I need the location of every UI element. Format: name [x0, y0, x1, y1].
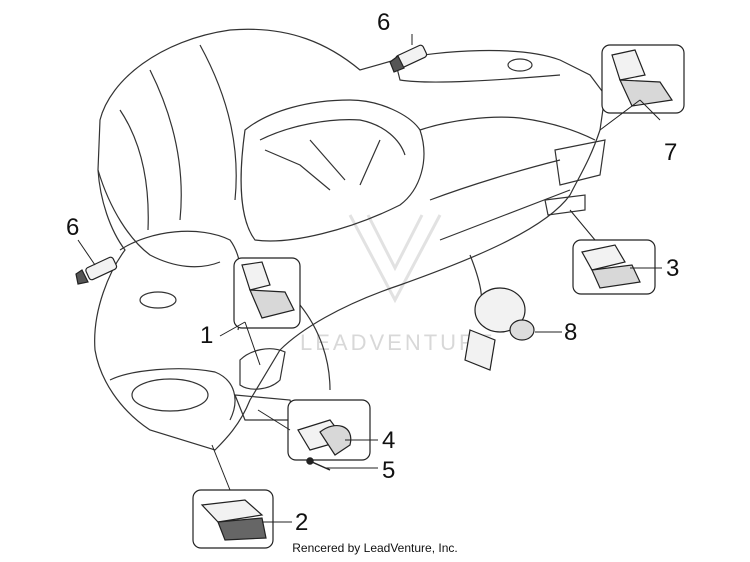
switch-part-3 [572, 239, 656, 295]
switch-part-4 [287, 399, 371, 461]
screw-part-5 [306, 457, 331, 471]
callout-8: 8 [564, 319, 577, 346]
handlebar-cover [94, 28, 606, 451]
callout-2: 2 [295, 509, 308, 536]
switch-part-7 [601, 44, 685, 114]
callout-5: 5 [382, 457, 395, 484]
callout-7: 7 [664, 139, 677, 166]
bulb-socket-left [75, 256, 118, 285]
callout-6-top: 6 [377, 9, 390, 36]
callout-1: 1 [200, 322, 213, 349]
switch-part-2 [192, 489, 274, 549]
callout-3: 3 [666, 255, 679, 282]
watermark-text: LEADVENTURE [300, 330, 496, 355]
ignition-part-8 [464, 287, 535, 371]
callout-6-left: 6 [66, 214, 79, 241]
leader-lines [77, 34, 662, 523]
bulb-socket-top [389, 44, 428, 73]
callout-4: 4 [382, 427, 395, 454]
watermark: LEADVENTURE [300, 214, 496, 355]
footer-credit: Rencered by LeadVenture, Inc. [292, 541, 458, 555]
switch-part-1 [233, 257, 301, 329]
